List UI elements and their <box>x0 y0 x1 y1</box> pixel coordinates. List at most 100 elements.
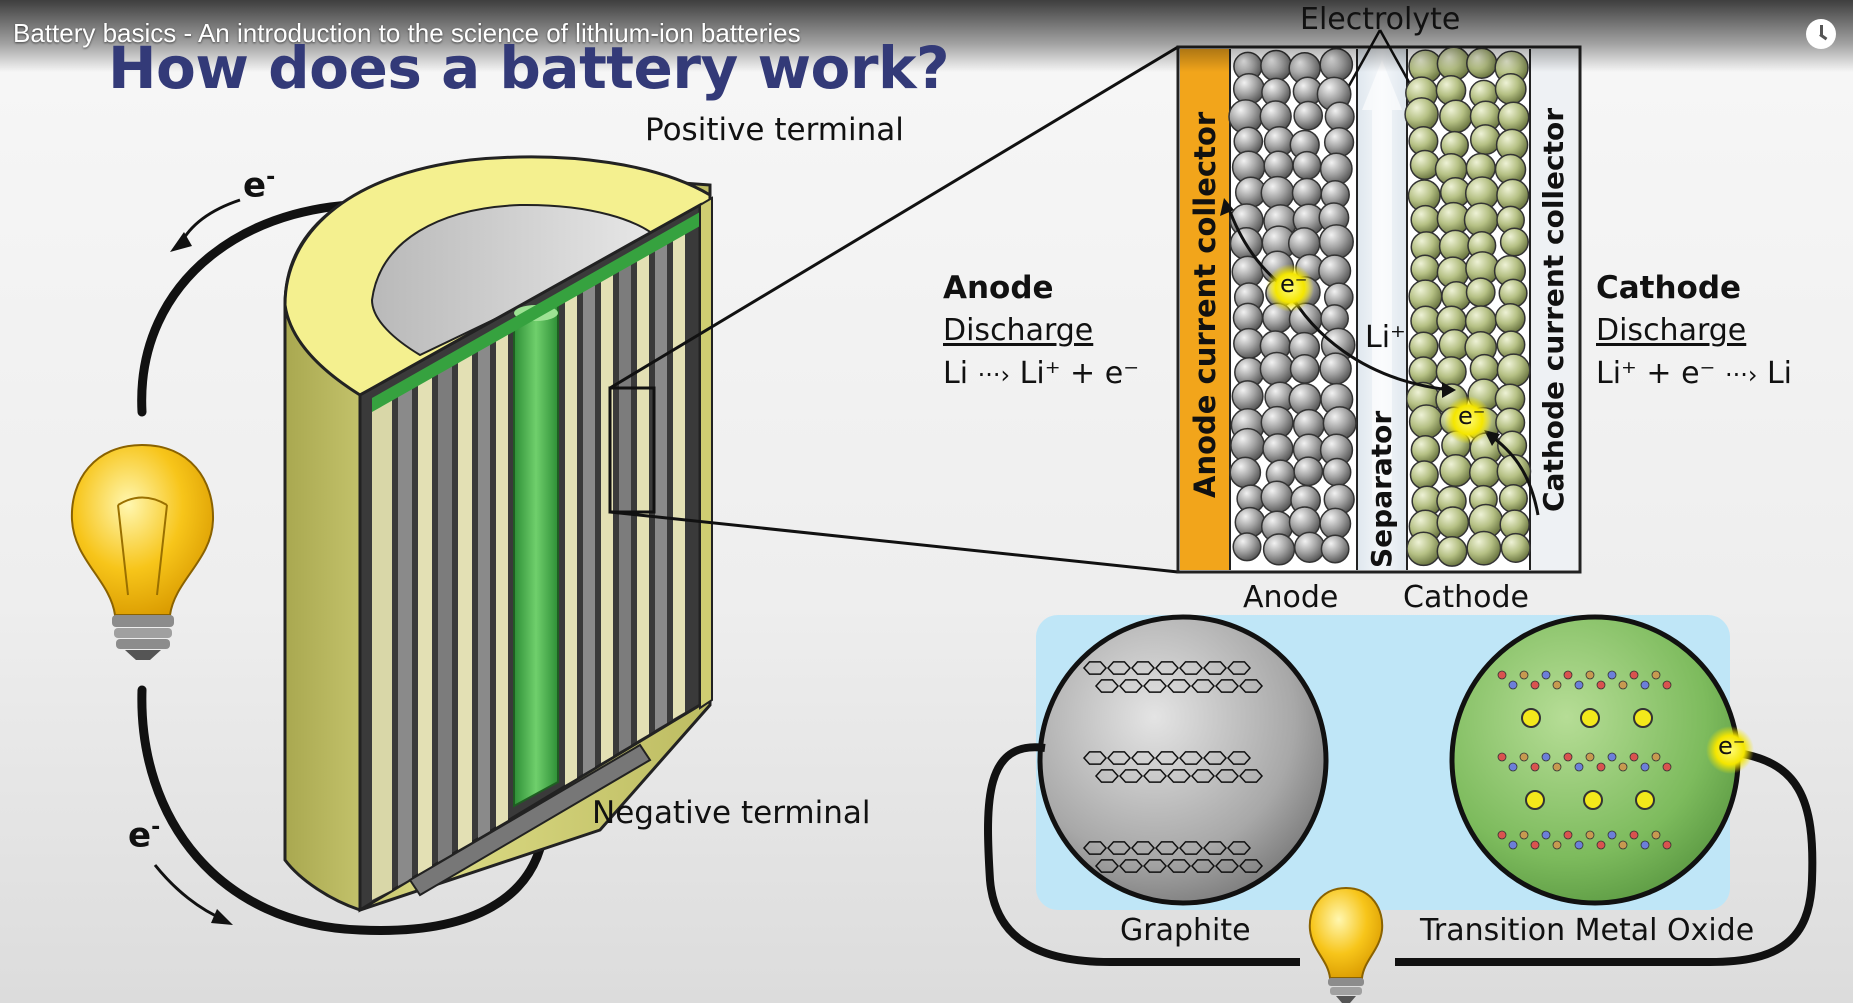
cathode-equation-right: Li <box>1766 356 1793 391</box>
particle <box>1408 404 1444 440</box>
separator-label: Separator <box>1365 410 1398 568</box>
graphite-sheet <box>1202 661 1228 675</box>
oxide-atom <box>1574 840 1584 850</box>
oxide-atom <box>1618 680 1628 690</box>
particle <box>1500 532 1531 563</box>
particle <box>1233 327 1265 360</box>
oxide-atom <box>1519 752 1529 762</box>
oxide-atom <box>1596 762 1606 772</box>
lithium-ion-dot <box>1525 790 1545 810</box>
graphite-sheet <box>1082 841 1108 855</box>
graphite-sheet <box>1082 751 1108 765</box>
oxide-atom <box>1662 840 1672 850</box>
graphite-sheet <box>1130 751 1156 765</box>
battery-cutaway <box>283 45 1179 913</box>
oxide-atom <box>1530 762 1540 772</box>
graphite-sheet <box>1106 661 1132 675</box>
particle <box>1494 73 1527 105</box>
particle <box>1262 533 1296 566</box>
graphite-sheet <box>1238 859 1264 873</box>
lithium-ion-dot <box>1521 708 1541 728</box>
particle <box>1410 204 1441 235</box>
negative-terminal-label: Negative terminal <box>592 795 871 831</box>
oxide-atom <box>1618 762 1628 772</box>
graphite-sheet <box>1142 679 1168 693</box>
oxide-atom <box>1530 680 1540 690</box>
particle <box>1293 100 1324 131</box>
anode-equation: Li ···› Li⁺ + e⁻ <box>943 356 1139 391</box>
lithium-ion-dot <box>1635 790 1655 810</box>
oxide-atom <box>1563 752 1573 762</box>
graphite-sheet <box>1082 661 1108 675</box>
video-title[interactable]: Battery basics - An introduction to the … <box>13 18 801 48</box>
oxide-atom <box>1640 680 1650 690</box>
particle <box>1291 177 1323 209</box>
graphite-sheet <box>1118 769 1144 783</box>
anode-discharge-label: Discharge <box>943 313 1094 348</box>
cathode-heading: Cathode <box>1596 270 1742 306</box>
oxide-atom <box>1629 670 1639 680</box>
particle <box>1410 305 1441 337</box>
oxide-atom <box>1574 762 1584 772</box>
oxide-atom <box>1629 752 1639 762</box>
particle <box>1439 453 1473 488</box>
graphite-sheet <box>1154 751 1180 765</box>
oxide-atom <box>1607 670 1617 680</box>
graphite-sheet <box>1238 769 1264 783</box>
particle <box>1318 224 1354 260</box>
graphite-sheet <box>1142 769 1168 783</box>
cathode-discharge-label: Discharge <box>1596 313 1747 348</box>
light-bulb-icon <box>70 443 215 660</box>
particle <box>1466 530 1502 566</box>
graphite-sheet <box>1178 661 1204 675</box>
particle <box>1232 532 1262 562</box>
particle <box>1497 101 1530 134</box>
particle <box>1262 433 1294 465</box>
dotted-arrow-icon: ···› <box>977 361 1011 389</box>
particle <box>1410 434 1441 465</box>
graphite-sheet <box>1094 769 1120 783</box>
oxide-atom <box>1552 762 1562 772</box>
graphite-sheet <box>1214 859 1240 873</box>
oxide-atom <box>1541 830 1551 840</box>
particle <box>1260 49 1293 82</box>
graphite-sheet <box>1154 841 1180 855</box>
graphite-sheet <box>1166 859 1192 873</box>
watch-later-clock-icon[interactable] <box>1806 19 1836 49</box>
positive-terminal-label: Positive terminal <box>645 112 904 148</box>
oxide-atom <box>1651 752 1661 762</box>
particle <box>1293 456 1324 487</box>
particle <box>1231 380 1264 413</box>
oxide-atom <box>1607 830 1617 840</box>
particle <box>1324 101 1355 132</box>
graphite-sheet <box>1238 679 1264 693</box>
graphite-sheet <box>1214 679 1240 693</box>
particle <box>1499 227 1529 257</box>
graphite-sheet <box>1202 751 1228 765</box>
oxide-atom <box>1519 670 1529 680</box>
cathode-equation-left: Li⁺ + e⁻ <box>1596 356 1716 391</box>
oxide-atom <box>1541 752 1551 762</box>
oxide-atom <box>1508 680 1518 690</box>
particle <box>1323 127 1355 158</box>
graphite-sheet <box>1130 661 1156 675</box>
particle <box>1263 150 1294 181</box>
oxide-atom <box>1585 752 1595 762</box>
oxide-atom <box>1585 670 1595 680</box>
lithium-ion-dot <box>1583 790 1603 810</box>
particle <box>1318 254 1352 288</box>
anode-equation-left: Li <box>943 356 969 391</box>
graphite-sheet <box>1118 859 1144 873</box>
graphite-sheet <box>1178 841 1204 855</box>
cathode-bottom-label: Cathode <box>1403 580 1529 615</box>
oxide-atom <box>1651 830 1661 840</box>
oxide-atom <box>1662 762 1672 772</box>
oxide-atom <box>1530 840 1540 850</box>
materials-panel <box>984 614 1817 1003</box>
oxide-atom <box>1497 752 1507 762</box>
oxide-atom <box>1497 670 1507 680</box>
oxide-atom <box>1651 670 1661 680</box>
particle <box>1322 457 1352 487</box>
